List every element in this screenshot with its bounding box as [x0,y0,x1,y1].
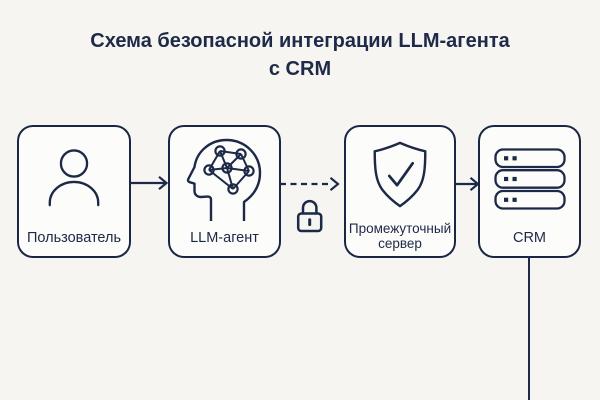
shield-check-icon [346,127,454,222]
lock-icon [296,199,323,233]
title-line-2: с CRM [268,58,332,80]
node-user: Пользователь [17,125,131,258]
user-icon [19,127,129,231]
diagram-title: Схема безопасной интеграции LLM-агента с… [0,27,600,83]
brain-network-icon [170,127,279,231]
node-user-label: Пользователь [26,230,122,246]
node-llm-agent-label: LLM-агент [190,230,259,246]
node-llm-agent: LLM-агент [168,125,281,258]
arrow-user-to-llm [130,175,169,191]
node-crm: CRM [478,125,581,258]
arrow-llm-to-server-dashed [280,176,340,192]
arrow-server-to-crm [455,176,480,192]
node-intermediate-server-label: Промежуточный сервер [348,221,452,251]
node-crm-label: CRM [512,230,547,246]
title-line-1: Схема безопасной интеграции LLM-агента [90,30,510,52]
crm-downlink-line [528,256,530,400]
server-stack-icon [480,127,579,231]
node-intermediate-server: Промежуточный сервер [344,125,456,258]
